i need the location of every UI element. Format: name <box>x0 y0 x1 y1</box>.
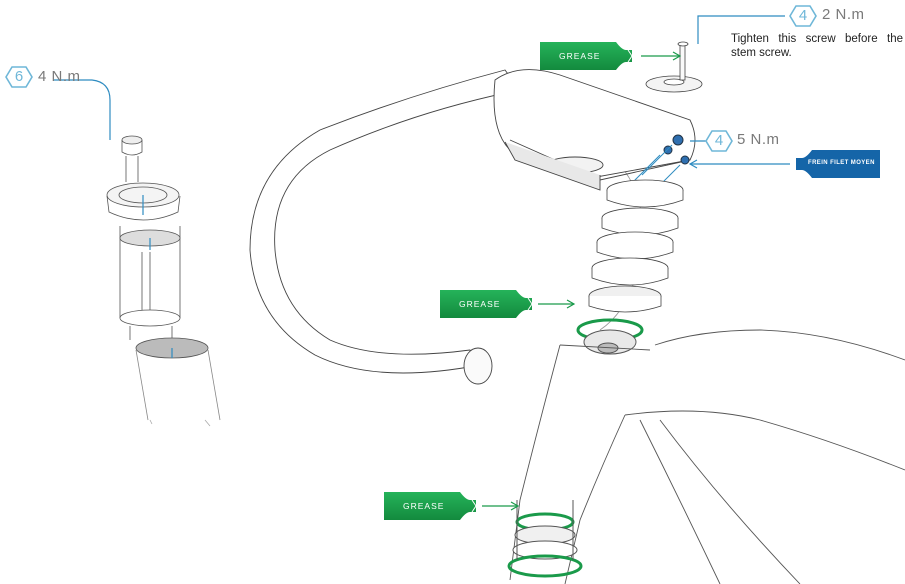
grease-tube-bottom <box>384 492 520 520</box>
torque-top-screw: 2 N.m <box>822 6 865 23</box>
torque-stem-bolts: 5 N.m <box>737 131 780 148</box>
grease-tube-middle <box>440 290 576 318</box>
threadlocker-label: FREIN FILET MOYEN <box>808 160 875 166</box>
step-number-top-screw: 4 <box>798 7 808 24</box>
torque-expander: 4 N.m <box>38 68 81 85</box>
handlebar <box>249 69 643 385</box>
spacers <box>588 179 684 313</box>
grease-label-top: GREASE <box>559 51 601 61</box>
threadlocker-tube <box>688 150 880 178</box>
grease-label-bottom: GREASE <box>403 501 445 511</box>
stem <box>493 69 696 191</box>
hex-badges <box>5 5 817 152</box>
top-cap <box>645 41 703 93</box>
step-number-stem-bolts: 4 <box>714 132 724 149</box>
grease-tube-top <box>540 42 682 70</box>
step-number-expander: 6 <box>14 68 24 85</box>
tighten-note: Tighten this screw before the stem screw… <box>731 33 903 59</box>
frame <box>509 329 905 584</box>
upper-headset <box>576 318 644 355</box>
grease-label-middle: GREASE <box>459 299 501 309</box>
expander-plug <box>106 135 221 427</box>
lower-headset <box>507 500 583 578</box>
